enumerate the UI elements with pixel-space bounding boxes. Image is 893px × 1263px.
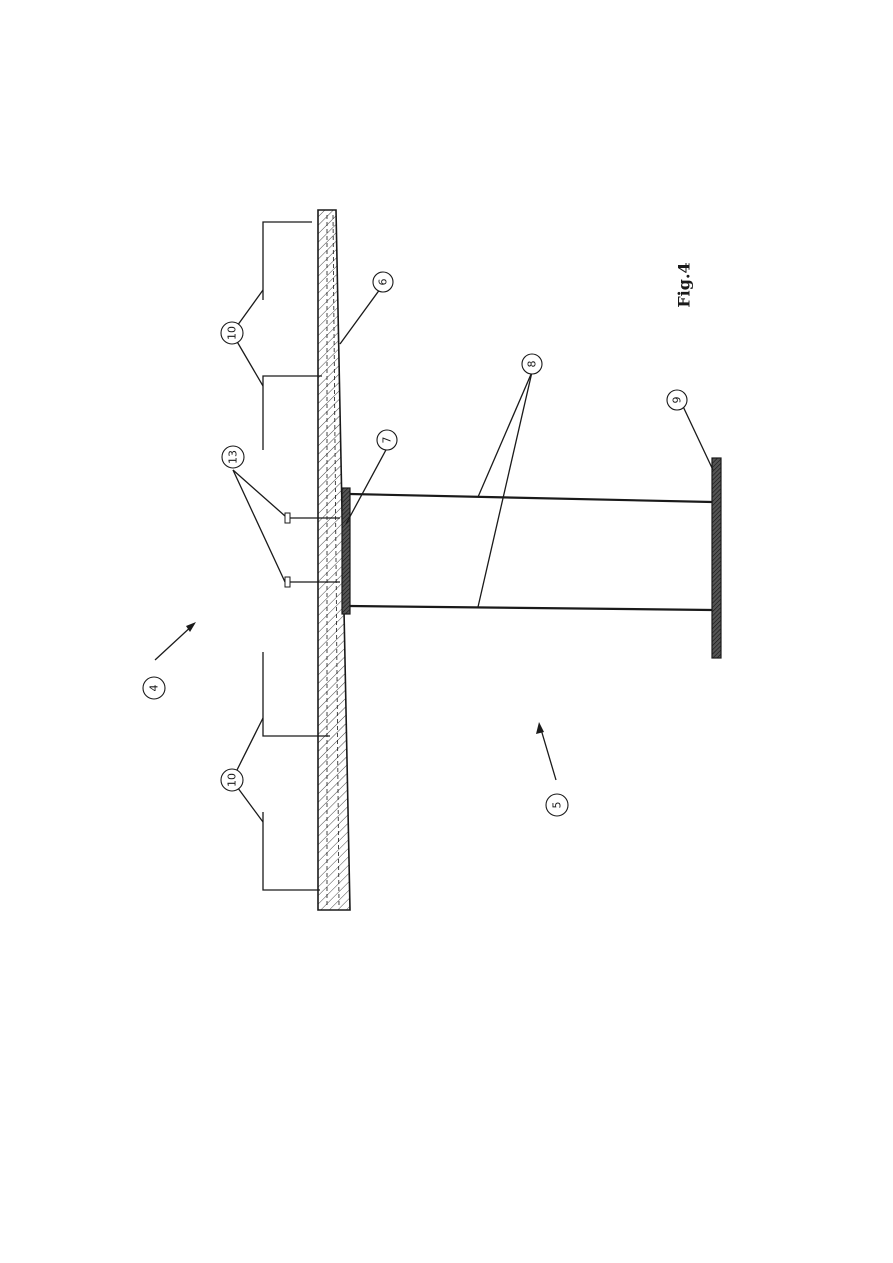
svg-text:10: 10 bbox=[226, 326, 239, 340]
columns-8 bbox=[349, 492, 713, 612]
callout-10-bottom: 10 bbox=[220, 768, 244, 792]
svg-text:5: 5 bbox=[551, 802, 564, 809]
svg-text:4: 4 bbox=[148, 685, 161, 692]
callout-6: 6 bbox=[372, 271, 394, 293]
svg-text:13: 13 bbox=[227, 450, 240, 464]
svg-text:6: 6 bbox=[377, 279, 390, 286]
plate-7 bbox=[341, 487, 351, 615]
callout-13: 13 bbox=[221, 445, 245, 469]
callout-9: 9 bbox=[666, 389, 688, 411]
leader-lines bbox=[154, 284, 714, 823]
callout-4: 4 bbox=[142, 676, 166, 700]
callout-5: 5 bbox=[545, 793, 569, 817]
callout-8: 8 bbox=[521, 353, 543, 375]
slab-6 bbox=[317, 209, 351, 911]
base-plate-9 bbox=[711, 457, 722, 659]
hooks-10-bottom bbox=[262, 652, 330, 891]
figure-label: Fig.4 bbox=[675, 262, 694, 307]
svg-text:7: 7 bbox=[381, 437, 394, 444]
hooks-10-top bbox=[262, 221, 322, 450]
svg-text:8: 8 bbox=[526, 361, 539, 368]
callout-7: 7 bbox=[376, 429, 398, 451]
svg-text:9: 9 bbox=[671, 397, 684, 404]
callout-10-top: 10 bbox=[220, 321, 244, 345]
svg-text:10: 10 bbox=[226, 773, 239, 787]
